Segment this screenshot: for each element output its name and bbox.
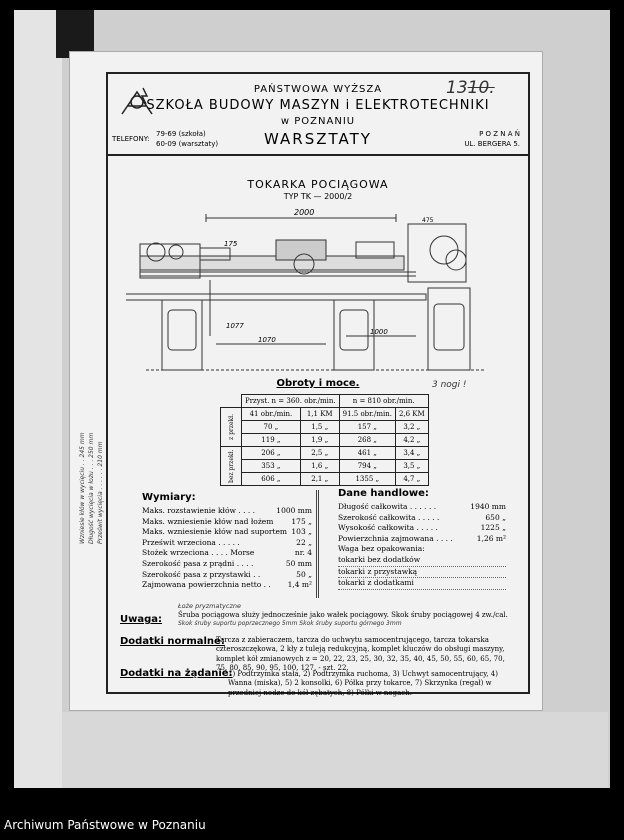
list-item: Szerokość pasa z przystawki . .50 „ bbox=[142, 569, 312, 579]
table-cell: 1,1 KM bbox=[299, 407, 340, 421]
header-line3: w POZNANIU bbox=[280, 116, 356, 127]
list-item: Powierzchnia zajmowana . . . .1,26 m² bbox=[338, 533, 506, 543]
table-cell: 41 obr./min. bbox=[241, 407, 301, 421]
col-header-2: n = 810 obr./min. bbox=[338, 394, 429, 408]
dim-bed1-label: 1070 bbox=[258, 336, 276, 344]
school-name: SZKOŁA BUDOWY MASZYN i ELEKTROTECHNIKI bbox=[146, 98, 490, 113]
table-cell: 4,2 „ bbox=[394, 433, 429, 447]
scan-backing-page bbox=[62, 712, 608, 788]
scan-binding-shadow bbox=[56, 10, 94, 58]
table-cell: 2,5 „ bbox=[299, 446, 340, 460]
machine-title: TOKARKA POCIĄGOWA bbox=[247, 178, 389, 191]
side-label-top: z przekł. bbox=[220, 407, 242, 447]
header-line1: PAŃSTWOWA WYŻSZA bbox=[253, 84, 383, 95]
normal-addons-label: Dodatki normalne: bbox=[120, 636, 225, 647]
handwritten-note: 3 nogi ! bbox=[432, 380, 467, 390]
school-logo-icon bbox=[121, 87, 153, 115]
document-frame: PAŃSTWOWA WYŻSZA SZKOŁA BUDOWY MASZYN i … bbox=[79, 72, 530, 697]
table-cell: 3,5 „ bbox=[394, 459, 429, 473]
list-item: Wysokość całkowita . . . . .1225 „ bbox=[338, 523, 506, 533]
table-cell: 3,4 „ bbox=[394, 446, 429, 460]
speeds-heading: Obroty i moce. bbox=[276, 378, 360, 389]
table-cell: 606 „ bbox=[241, 472, 301, 486]
header-divider bbox=[108, 154, 528, 156]
lathe-drawing: 2000 1077 1070 1000 175 475 bbox=[126, 208, 486, 371]
table-cell: 2,6 KM bbox=[394, 407, 429, 421]
table-row: 606 „2,1 „ 1355 „4,7 „ bbox=[221, 472, 429, 486]
table-cell: 70 „ bbox=[241, 420, 301, 434]
uwaga-text: Śruba pociągowa służy jednocześnie jako … bbox=[178, 611, 508, 619]
list-item: Maks. rozstawienie kłów . . . .1000 mm bbox=[142, 506, 312, 515]
normal-addons-text: Tarcza z zabieraczem, tarcza do uchwytu … bbox=[216, 636, 505, 673]
table-cell: 1,6 „ bbox=[299, 459, 340, 473]
uwaga-handwritten: Łoże pryzmatyczne bbox=[178, 602, 241, 610]
dimensions-list: Maks. rozstawienie kłów . . . .1000 mm M… bbox=[142, 506, 312, 591]
table-cell: 353 „ bbox=[241, 459, 301, 473]
table-row: 119 „1,9 „ 268 „4,2 „ bbox=[221, 433, 429, 447]
list-item: Szerokość całkowita . . . . .650 „ bbox=[338, 512, 506, 522]
city: P O Z N A Ń bbox=[479, 130, 520, 138]
table-cell: 461 „ bbox=[338, 446, 396, 460]
side-notes: Wzniesie kłów w wycięciu . . 245 mm Dług… bbox=[78, 394, 105, 544]
table-cell: 157 „ bbox=[338, 420, 396, 434]
speeds-table: Przyst. n = 360. obr./min. n = 810 obr./… bbox=[220, 394, 429, 486]
dim-swing-label: 175 bbox=[224, 240, 238, 248]
page-number-handwritten: 1310. bbox=[446, 78, 495, 98]
trade-heading: Dane handlowe: bbox=[338, 488, 429, 499]
column-divider bbox=[316, 490, 319, 598]
document-page: 1310. PAŃSTWOWA WYŻSZA SZKOŁA BUDOWY MAS… bbox=[70, 52, 542, 710]
uwaga-label: Uwaga: bbox=[120, 614, 163, 625]
order-addons-text: 1) Podtrzymka stała, 2) Podtrzymka rucho… bbox=[228, 670, 498, 697]
table-cell: 1,5 „ bbox=[299, 420, 340, 434]
dimensions-heading: Wymiary: bbox=[142, 492, 196, 503]
col-header-1: Przyst. n = 360. obr./min. bbox=[241, 394, 340, 408]
phone-label: TELEFONY: bbox=[112, 135, 150, 143]
table-cell: 3,2 „ bbox=[394, 420, 429, 434]
list-item: tokarki bez dodatków bbox=[338, 555, 506, 567]
workshops-title: WARSZTATY bbox=[264, 130, 372, 148]
side-note: Wzniesie kłów w wycięciu . . 245 mm bbox=[79, 432, 86, 544]
table-cell: 2,1 „ bbox=[299, 472, 340, 486]
side-note: Długość wycięcia w łożu . . . 250 mm bbox=[88, 432, 95, 544]
table-cell: 1355 „ bbox=[338, 472, 396, 486]
table-cell: 206 „ bbox=[241, 446, 301, 460]
table-row: z przekł. 41 obr./min.1,1 KM 91.5 obr./m… bbox=[220, 407, 429, 447]
phone-workshop: 60-09 (warsztaty) bbox=[156, 140, 219, 148]
archive-footer: Archiwum Państwowe w Poznaniu bbox=[0, 812, 624, 840]
side-note: Prześwit wycięcia . . . . . . 210 mm bbox=[97, 441, 104, 545]
list-item: tokarki z przystawką bbox=[338, 567, 506, 579]
street: UL. BERGERA 5. bbox=[464, 140, 520, 148]
trade-list: Długość całkowita . . . . . .1940 mm Sze… bbox=[338, 502, 506, 590]
table-row: bez przekł. 206 „2,5 „ 461 „3,4 „ bbox=[220, 446, 429, 486]
list-item: Długość całkowita . . . . . .1940 mm bbox=[338, 502, 506, 511]
list-item: tokarki z dodatkami bbox=[338, 578, 506, 590]
dim-height-label: 1077 bbox=[226, 322, 244, 330]
table-cell: 4,7 „ bbox=[394, 472, 429, 486]
uwaga-handwritten-2: Skok śruby suportu poprzecznego 5mm Skok… bbox=[178, 620, 402, 627]
dim-length-label: 2000 bbox=[294, 208, 314, 217]
list-item: Waga bez opakowania: bbox=[338, 544, 425, 554]
list-item: Szerokość pasa z prądni . . . .50 mm bbox=[142, 558, 312, 568]
dim-top-label: 475 bbox=[422, 217, 434, 224]
archive-name: Archiwum Państwowe w Poznaniu bbox=[4, 818, 206, 832]
table-cell: 91.5 obr./min. bbox=[338, 407, 396, 421]
table-cell: 794 „ bbox=[338, 459, 396, 473]
table-row: 70 „1,5 „ 157 „3,2 „ bbox=[221, 420, 429, 434]
table-cell: 268 „ bbox=[338, 433, 396, 447]
list-item: Zajmowana powierzchnia netto . .1,4 m² bbox=[142, 580, 312, 590]
side-label-bottom: bez przekł. bbox=[220, 446, 242, 486]
machine-model: TYP TK — 2000/2 bbox=[283, 192, 353, 201]
list-item: Prześwit wrzeciona . . . . .22 „ bbox=[142, 537, 312, 547]
table-cell: 1,9 „ bbox=[299, 433, 340, 447]
dim-bed2-label: 1000 bbox=[370, 328, 388, 336]
table-header-row: Przyst. n = 360. obr./min. n = 810 obr./… bbox=[221, 394, 429, 408]
table-cell: 119 „ bbox=[241, 433, 301, 447]
phone-school: 79-69 (szkoła) bbox=[156, 130, 206, 138]
table-row: 353 „1,6 „ 794 „3,5 „ bbox=[221, 459, 429, 473]
order-addons-label: Dodatki na żądanie: bbox=[120, 668, 233, 679]
scan-left-edge bbox=[14, 10, 62, 788]
